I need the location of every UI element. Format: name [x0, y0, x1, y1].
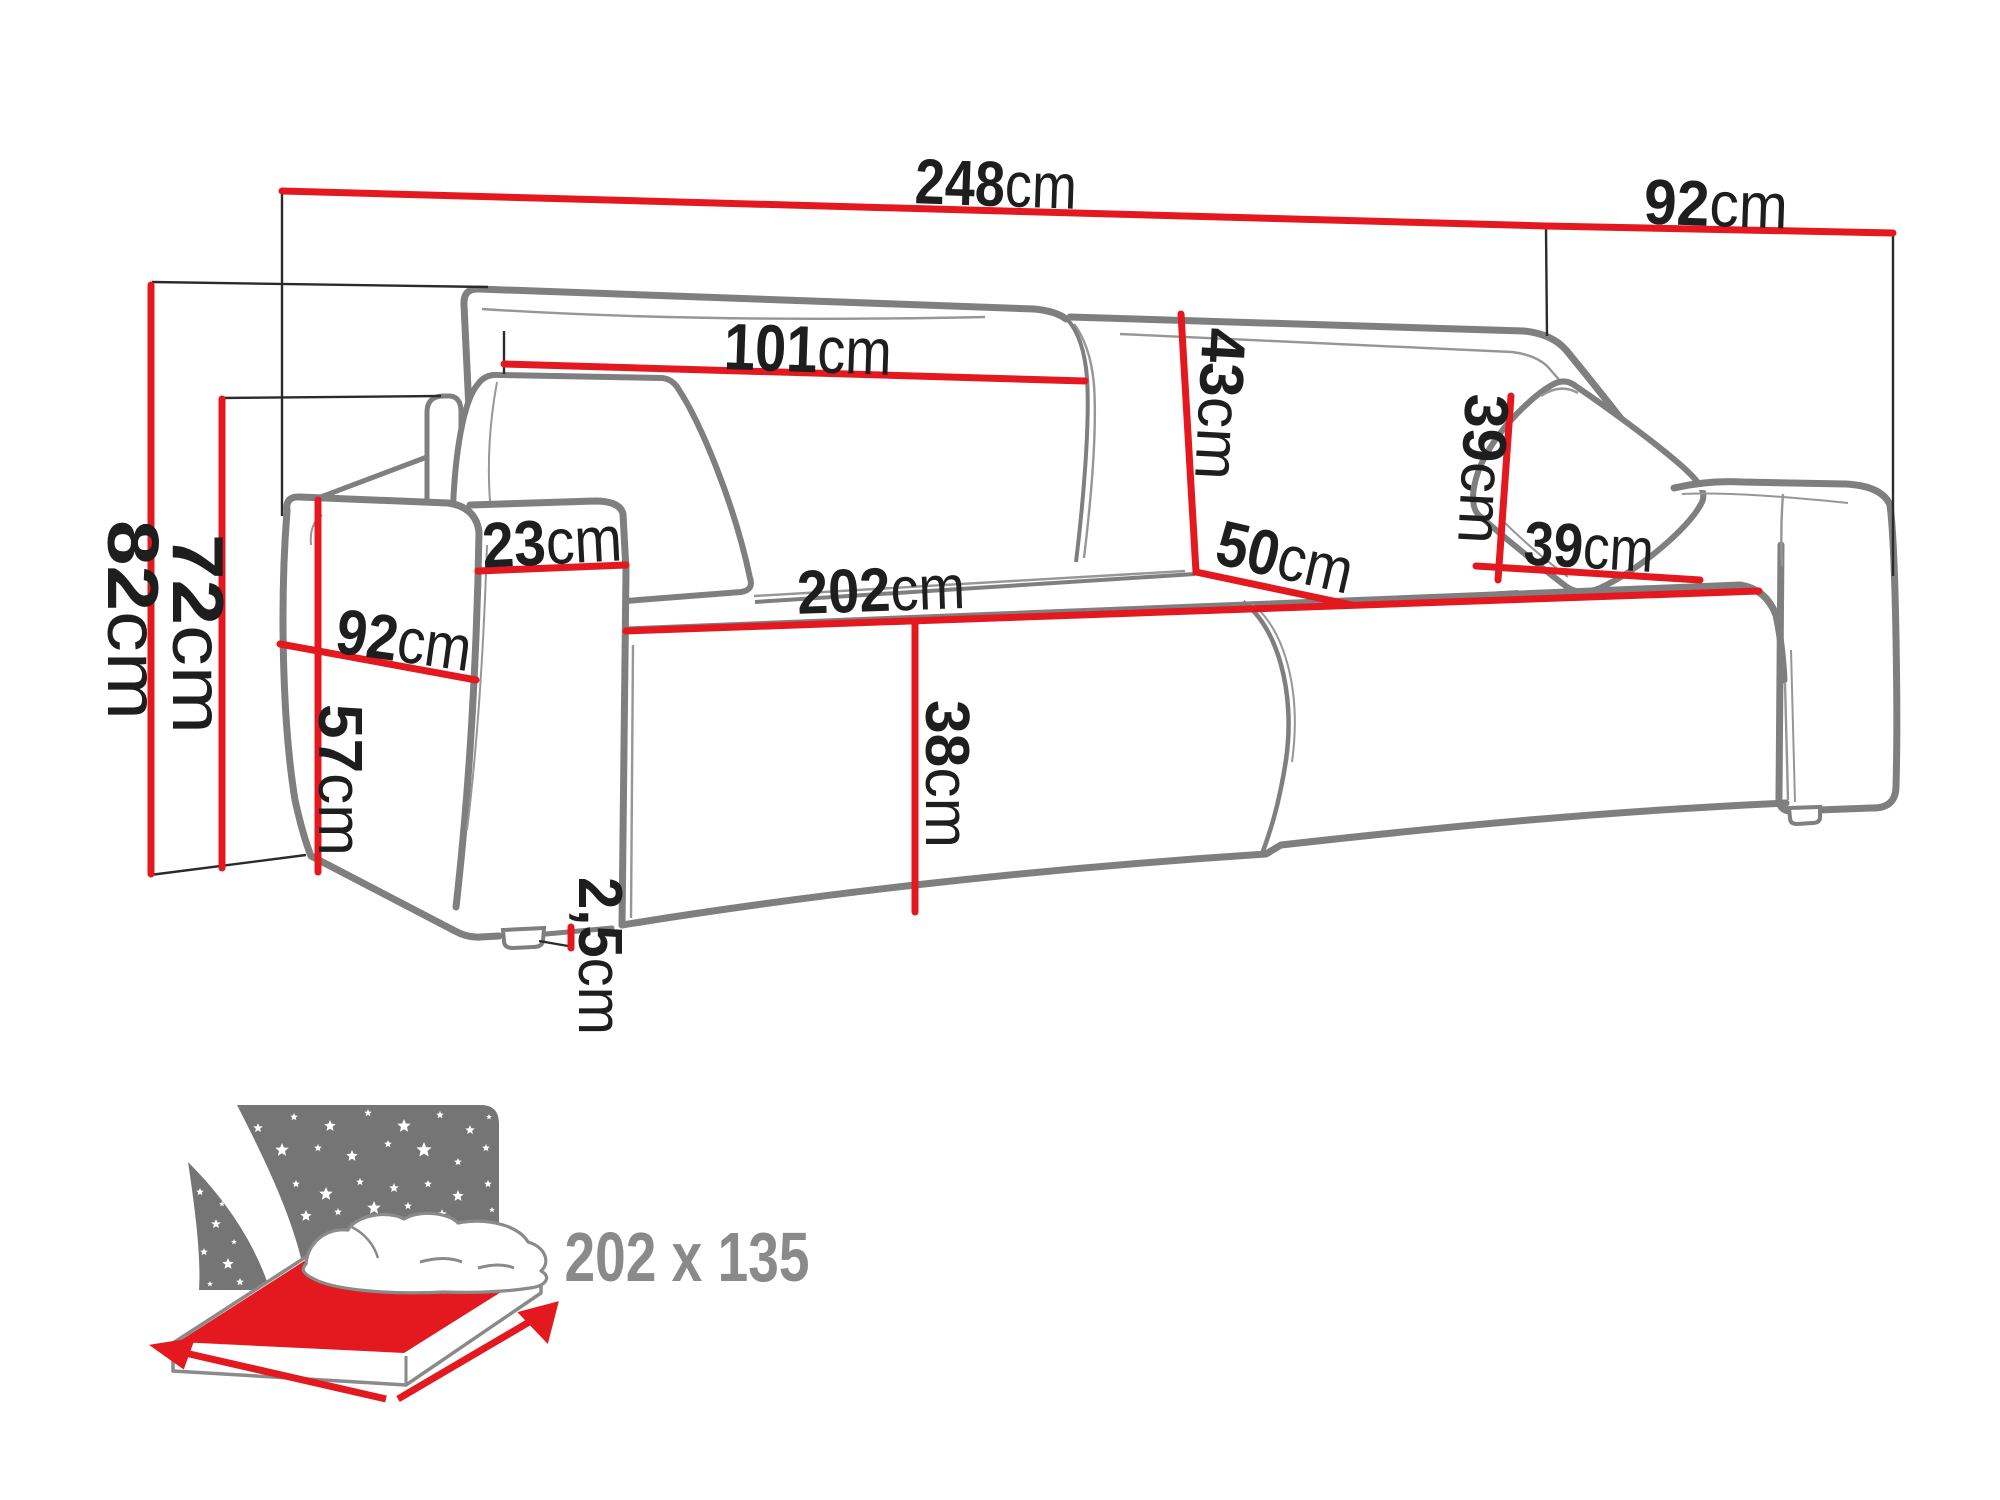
svg-text:92cm: 92cm	[1643, 166, 1789, 243]
svg-text:92cm: 92cm	[332, 595, 477, 685]
svg-text:72cm: 72cm	[157, 534, 237, 734]
svg-text:202 x 135: 202 x 135	[565, 1218, 810, 1296]
svg-text:23cm: 23cm	[480, 502, 624, 581]
svg-text:50cm: 50cm	[1210, 506, 1361, 607]
svg-text:248cm: 248cm	[914, 145, 1078, 223]
svg-text:2,5cm: 2,5cm	[566, 877, 635, 1035]
svg-text:39cm: 39cm	[1445, 392, 1522, 545]
svg-text:57cm: 57cm	[306, 704, 375, 856]
svg-text:82cm: 82cm	[92, 520, 172, 720]
svg-text:101cm: 101cm	[723, 309, 893, 389]
svg-text:202cm: 202cm	[796, 553, 966, 628]
svg-text:39cm: 39cm	[1522, 509, 1656, 586]
svg-text:43cm: 43cm	[1182, 326, 1259, 481]
svg-text:38cm: 38cm	[913, 700, 982, 848]
